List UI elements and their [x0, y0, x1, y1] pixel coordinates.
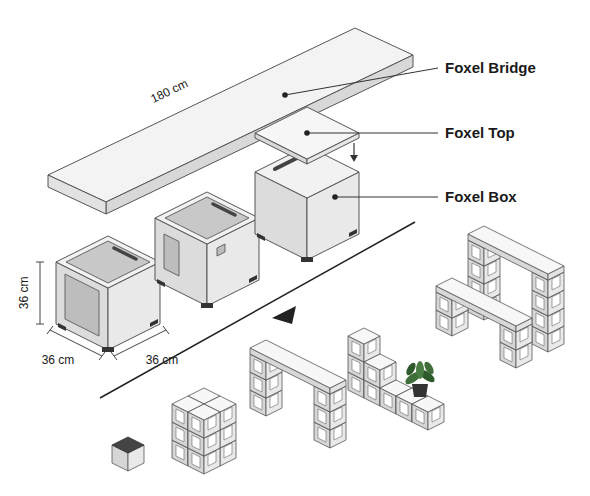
plant-leaf: [404, 361, 417, 377]
leader-dot: [304, 130, 310, 136]
bridge-end: [48, 175, 106, 214]
plank-top: [436, 278, 532, 326]
box-handle: [213, 204, 235, 215]
dimension-line: [40, 262, 41, 324]
part-name: Foxel Top: [445, 124, 515, 141]
box-foot: [301, 257, 313, 262]
dimension-lines: [36, 262, 169, 360]
arrow-shaft: [353, 143, 354, 156]
leader-line: [307, 133, 438, 134]
dimension-tick: [99, 352, 105, 360]
small-box: [188, 404, 220, 438]
bench: [250, 340, 346, 448]
box-top: [155, 192, 259, 244]
dimension-tick: [36, 262, 44, 263]
leader-dot: [332, 194, 338, 200]
dimension-label: 36 cm: [146, 354, 179, 368]
box-tower: [172, 388, 236, 474]
box-foot: [249, 275, 257, 283]
box-handle-slot: [217, 244, 225, 256]
dimension-line: [50, 330, 102, 356]
dimension-tick: [163, 326, 169, 334]
desk: [436, 226, 564, 368]
dimension-label: 180 cm: [149, 77, 190, 106]
plant-pot: [412, 384, 428, 397]
direction-triangle: [272, 306, 296, 324]
box-foot: [201, 303, 213, 308]
plank-top: [250, 340, 346, 388]
box-foot: [257, 233, 265, 241]
plant: [403, 360, 436, 397]
box-foot: [102, 347, 114, 352]
box-opening: [165, 197, 249, 239]
separator-line: [100, 222, 415, 398]
dimension-tick: [36, 324, 44, 325]
part-name: Foxel Bridge: [445, 59, 536, 76]
plant-leaf: [416, 361, 424, 379]
stool: [112, 437, 144, 471]
box-opening: [66, 241, 150, 283]
box-foot: [58, 323, 66, 331]
leader-line: [335, 197, 438, 198]
small-box: [412, 396, 444, 430]
plank-top: [468, 226, 564, 274]
box-handle: [275, 158, 297, 169]
box-foot: [150, 319, 158, 327]
dimension-label: 36 cm: [42, 354, 75, 368]
dimension-line: [114, 330, 166, 356]
box-handle: [114, 248, 136, 259]
stair-shelf: [348, 328, 444, 430]
box-top: [56, 236, 160, 288]
box-opening: [65, 274, 99, 336]
top-plate: [255, 107, 359, 164]
leader-line: [285, 68, 438, 95]
plant-leaf: [422, 360, 435, 376]
foxel-box-open: [155, 192, 259, 308]
leader-dot: [282, 92, 288, 98]
box-opening: [164, 234, 179, 276]
foxel-box-open: [56, 236, 160, 352]
dimension-label: 36 cm: [18, 277, 32, 310]
part-name: Foxel Box: [445, 188, 517, 205]
box-foot: [157, 279, 165, 287]
arrow-head: [350, 155, 358, 162]
dimension-tick: [47, 326, 53, 334]
dimension-tick: [111, 352, 117, 360]
box-foot: [349, 229, 357, 237]
